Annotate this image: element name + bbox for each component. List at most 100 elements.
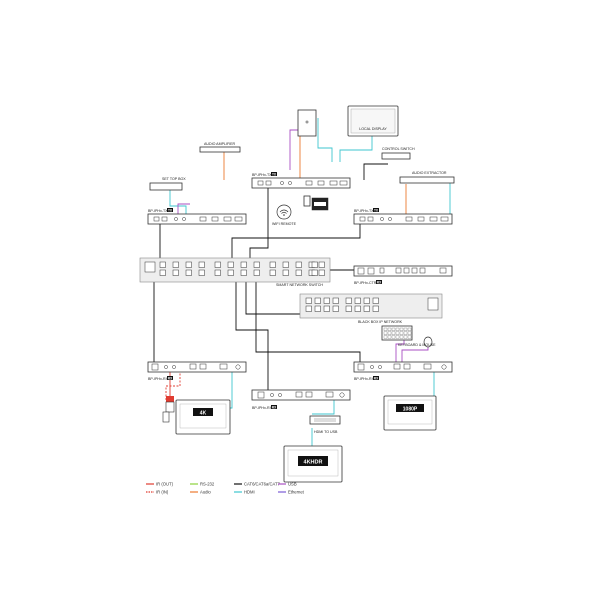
network-port [314,305,321,312]
key [387,327,392,331]
key [383,331,388,335]
switch-ports [159,261,325,276]
usb-cable [177,203,190,214]
network-ports [305,297,379,312]
key [391,327,396,331]
transmitter-1: BP-IPHx-TX TX [251,172,351,189]
network-port [305,297,312,304]
keyboard-mouse-label: KEYBOARD & MOUSE [398,343,436,347]
legend-label: IR (IN) [156,490,169,495]
tx1-label: BP-IPHx-TX [252,173,272,177]
legend-label: USB [288,482,297,487]
rx2-badge: RX [272,405,277,409]
cat-cable [249,180,269,262]
hdmi-cable [312,398,335,415]
set-top-box-label: SET TOP BOX [162,177,186,181]
network-port [323,297,330,304]
ctrl-label: BP-IPHx-CTRL [354,281,378,285]
ip-network-switch: BLACK BOX IP NETWORK [299,293,443,324]
switch-port [282,269,289,276]
key [395,335,400,339]
control-switch-label: CONTROL SWITCH [382,147,415,151]
hdmi-cable [317,118,333,162]
tx3-label: BP-IPHx-TX [354,209,374,213]
tx2-label: BP-IPHx-TX [148,209,168,213]
tx2-badge: TX [168,208,173,212]
smart-network-switch: SMART NETWORK SWITCH [139,257,331,287]
audio-amplifier: AUDIO AMPLIFIER [199,142,241,153]
control-switch: CONTROL SWITCH [381,147,415,160]
sfp-port [311,269,318,276]
legend-label: IR (OUT) [156,482,174,487]
key [403,335,408,339]
switch-port [269,269,276,276]
switch-port [282,261,289,268]
wall-panel [297,109,317,137]
switch-port [295,269,302,276]
switch-port [214,261,221,268]
cat-cable [245,276,300,315]
ir-emitter [162,396,175,423]
hdmi-to-usb-label: HDMI TO USB [314,430,338,434]
mouse-icon [423,336,433,348]
rx2-label: BP-IPHx-RX [252,406,273,410]
switch-port [227,261,234,268]
cat-cable [255,276,361,362]
network-port [354,305,361,312]
receiver-3: BP-IPHx-RX RX [353,361,453,381]
switch-port [269,261,276,268]
legend: IR (OUT)IR (IN)RS-232AudioCAT6/CAT6a/CAT… [146,482,305,495]
switch-port [240,269,247,276]
screen-right-text: 1080P [403,407,418,413]
switch-port [253,269,260,276]
hdmi-cable [445,178,451,216]
key [407,327,412,331]
key [387,331,392,335]
key [399,335,404,339]
switch-port [227,269,234,276]
usb-cable [401,344,429,364]
receiver-2: BP-IPHx-RX RX [251,389,351,410]
network-port [332,305,339,312]
control-unit: BP-IPHx-CTRL RX [353,265,453,285]
rx1-badge: RX [168,376,173,380]
media-device [303,195,329,211]
ir-cable [165,370,181,400]
switch-port [172,261,179,268]
set-top-box: SET TOP BOX [149,177,186,191]
ip-network-label: BLACK BOX IP NETWORK [358,320,403,324]
rx3-badge: RX [374,376,379,380]
usb-cable [289,129,300,170]
cat-cable [235,276,269,390]
switch-port [253,261,260,268]
wifi-icon [279,209,289,214]
display-center: 4KHDR [283,445,343,483]
network-port [372,297,379,304]
keyboard-keys [383,327,412,339]
key [399,327,404,331]
network-port [345,297,352,304]
switch-port [159,261,166,268]
switch-port [185,269,192,276]
sfp-port [318,269,325,276]
switch-port [159,269,166,276]
key [403,327,408,331]
display-right: 1080P [383,395,437,431]
audio-extractor-label: AUDIO EXTRACTOR [412,171,447,175]
legend-label: Audio [200,490,211,495]
key [395,331,400,335]
receiver-1: BP-IPHx-RX RX [147,361,247,381]
rx1-label: BP-IPHx-RX [148,377,169,381]
transmitter-3: BP-IPHx-TX TX [353,208,453,225]
audio-amplifier-label: AUDIO AMPLIFIER [204,142,236,146]
switch-port [240,261,247,268]
display-left: 4K [175,399,231,435]
key [383,327,388,331]
local-display-label: LOCAL DISPLAY [359,127,387,131]
key [391,335,396,339]
key [399,331,404,335]
audio-extractor: AUDIO EXTRACTOR [399,171,455,184]
key [407,335,412,339]
legend-label: RS-232 [200,482,215,487]
legend-label: HDMI [244,490,255,495]
